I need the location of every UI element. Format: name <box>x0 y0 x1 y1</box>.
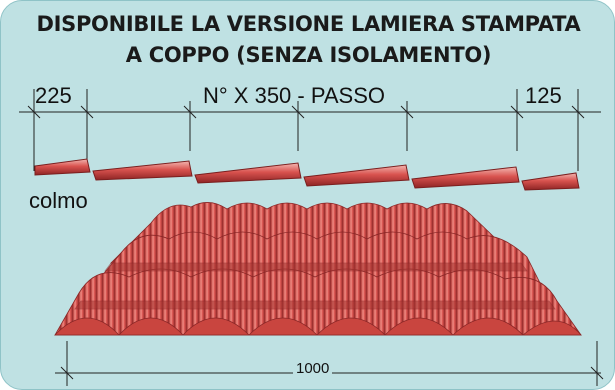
ridge-label: colmo <box>29 188 88 213</box>
sheet-profile-section <box>34 158 580 191</box>
title-line-1: DISPONIBILE LA VERSIONE LAMIERA STAMPATA <box>36 12 581 36</box>
dimension-right-label: 125 <box>525 83 562 108</box>
tile-sheet-3d <box>54 202 582 336</box>
dimension-pitch-label: N° X 350 - PASSO <box>203 83 386 108</box>
dimension-left-label: 225 <box>35 83 72 108</box>
dimension-total-label: 1000 <box>293 360 333 377</box>
title-line-2: A COPPO (SENZA ISOLAMENTO) <box>125 43 492 67</box>
